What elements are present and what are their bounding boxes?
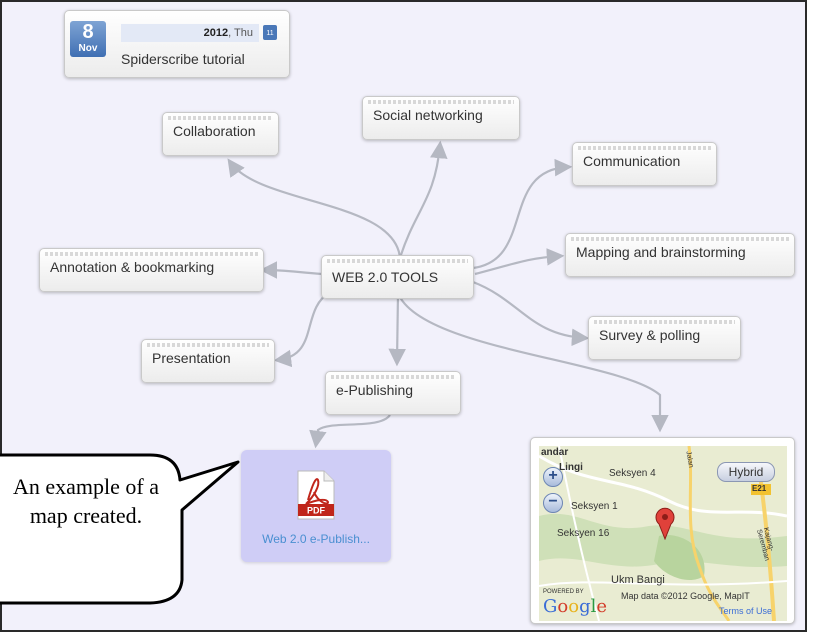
map-pin-icon bbox=[655, 507, 675, 540]
map-label-ukm-bangi: Ukm Bangi bbox=[611, 574, 665, 586]
date-card-title: Spiderscribe tutorial bbox=[121, 51, 245, 67]
google-logo[interactable]: Google bbox=[543, 596, 608, 617]
powered-by-text: POWERED BY bbox=[543, 589, 584, 595]
calendar-icon: 8 Nov bbox=[70, 21, 106, 57]
node-e-publishing[interactable]: e-Publishing bbox=[325, 371, 461, 415]
map-label-top-left: andar bbox=[541, 447, 569, 458]
date-strip: 2012, Thu bbox=[121, 24, 259, 42]
map-label-seksyen-1: Seksyen 1 bbox=[571, 501, 618, 512]
pdf-file-icon: PDF bbox=[297, 470, 335, 520]
callout-text: An example of a map created. bbox=[13, 474, 159, 528]
date-card[interactable]: 8 Nov 2012, Thu 11 Spiderscribe tutorial bbox=[64, 10, 290, 78]
pdf-attachment-label[interactable]: Web 2.0 e-Publish... bbox=[262, 532, 370, 546]
map-view[interactable]: andar Lingi Seksyen 4 Seksyen 1 Seksyen … bbox=[539, 446, 787, 621]
node-survey-polling[interactable]: Survey & polling bbox=[588, 316, 741, 360]
node-collaboration[interactable]: Collaboration bbox=[162, 112, 279, 156]
node-communication[interactable]: Communication bbox=[572, 142, 717, 186]
zoom-out-button[interactable]: − bbox=[543, 493, 563, 513]
map-attribution: Map data ©2012 Google, MapIT bbox=[621, 591, 750, 601]
hybrid-toggle-button[interactable]: Hybrid bbox=[717, 462, 775, 482]
map-label-seksyen-4: Seksyen 4 bbox=[609, 468, 656, 479]
date-picker-icon[interactable]: 11 bbox=[263, 25, 277, 40]
node-presentation[interactable]: Presentation bbox=[141, 339, 275, 383]
node-mapping-brainstorming[interactable]: Mapping and brainstorming bbox=[565, 233, 795, 277]
terms-of-use-link[interactable]: Terms of Use bbox=[719, 606, 773, 616]
pdf-attachment-card[interactable]: PDF Web 2.0 e-Publish... bbox=[241, 450, 391, 562]
zoom-in-button[interactable]: + bbox=[543, 467, 563, 487]
node-annotation-bookmarking[interactable]: Annotation & bookmarking bbox=[39, 248, 264, 292]
node-center[interactable]: WEB 2.0 TOOLS bbox=[321, 255, 474, 299]
svg-text:PDF: PDF bbox=[307, 506, 326, 516]
map-label-seksyen-16: Seksyen 16 bbox=[557, 528, 610, 539]
map-card[interactable]: andar Lingi Seksyen 4 Seksyen 1 Seksyen … bbox=[530, 437, 795, 624]
map-label-road-e21: E21 bbox=[752, 484, 767, 493]
map-label-top-left-2: Lingi bbox=[559, 462, 583, 473]
node-social-networking[interactable]: Social networking bbox=[362, 96, 520, 140]
